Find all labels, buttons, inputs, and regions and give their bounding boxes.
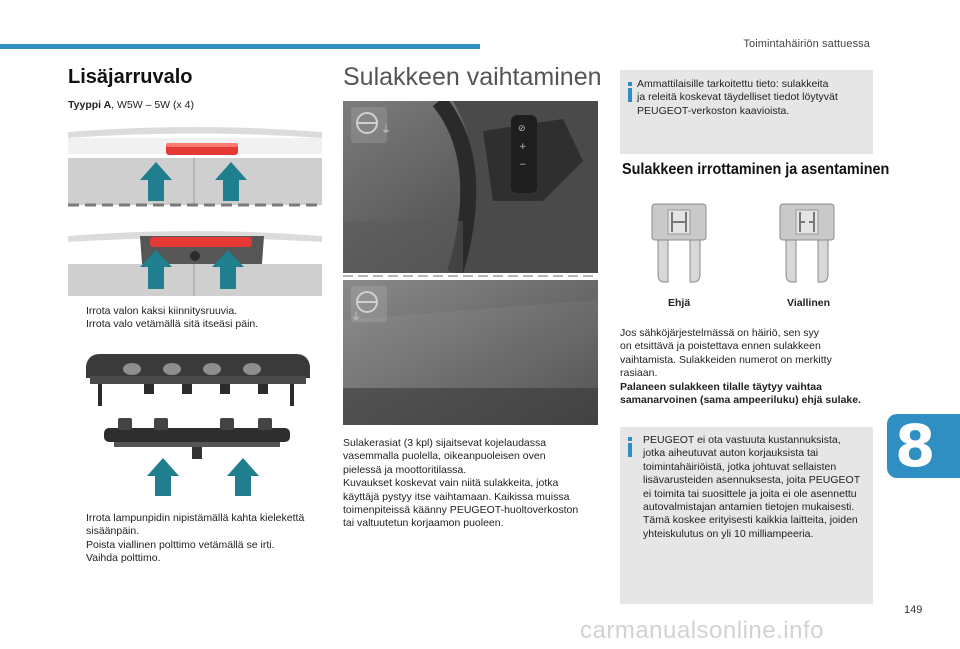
svg-text:−: − [519, 160, 527, 170]
svg-text:⊘: ⊘ [518, 124, 526, 134]
fuse-box-cover-photo: ⏚ [343, 280, 598, 425]
bullet-marker [68, 305, 86, 318]
list-item: Poista viallinen polttimo vetämällä se i… [68, 539, 330, 552]
info-notice-professionals: Ammattilaisille tarkoitettu tieto: sulak… [620, 70, 873, 154]
instructions-list-b: Irrota lampunpidin nipistämällä kahta ki… [68, 512, 330, 566]
section-heading-brake-light: Lisäjarruvalo [68, 66, 193, 88]
bullet-marker [68, 539, 86, 552]
svg-text:⏚: ⏚ [381, 124, 391, 136]
fuse-location-paragraph: Sulakerasiat (3 kpl) sijaitsevat kojelau… [343, 437, 579, 530]
bullet-marker [68, 552, 86, 565]
svg-text:⏚: ⏚ [351, 311, 361, 323]
fuse-intact-label: Ehjä [668, 297, 691, 309]
chapter-tab [887, 414, 960, 478]
section-heading-fuse-removal: Sulakkeen irrottaminen ja asentaminen [622, 161, 890, 178]
section-title: Toimintahäiriön sattuessa [743, 38, 870, 50]
bullet-marker [68, 512, 86, 539]
bulb-type-label: Tyyppi A [68, 99, 112, 111]
fuse-blown-illustration [779, 203, 835, 283]
info-icon [626, 437, 636, 457]
watermark: carmanualsonline.info [580, 617, 824, 644]
fuse-blown-label: Viallinen [787, 297, 830, 309]
section-heading-fuse-change: Sulakkeen vaihtaminen [343, 63, 602, 91]
list-item: Vaihda polttimo. [68, 552, 330, 565]
lamp-holder-illustration [86, 354, 310, 496]
list-item: Irrota valo vetämällä sitä itseäsi päin. [68, 318, 328, 331]
chapter-number: 8 [895, 412, 936, 480]
svg-text:+: + [519, 142, 527, 152]
page-number: 149 [904, 604, 923, 616]
dashboard-fuse-location-photo: ⊘ + − ⏚ [343, 101, 598, 273]
instructions-list-a: Irrota valon kaksi kiinnitysruuvia. Irro… [68, 305, 328, 332]
fuse-intact-illustration [651, 203, 707, 283]
header-accent-bar [0, 44, 480, 49]
info-icon [626, 82, 636, 102]
brake-light-removal-illustration [68, 124, 322, 296]
fuse-replacement-paragraph: Jos sähköjärjestelmässä on häiriö, sen s… [620, 327, 862, 407]
photo-divider [343, 275, 598, 277]
bullet-marker [68, 318, 86, 331]
list-item: Irrota valon kaksi kiinnitysruuvia. [68, 305, 328, 318]
bulb-type-value: , W5W – 5W (x 4) [111, 99, 195, 111]
list-item: Irrota lampunpidin nipistämällä kahta ki… [68, 512, 330, 539]
info-notice-liability: PEUGEOT ei ota vastuuta kustannuksista, … [620, 427, 873, 604]
bulb-type-line: Tyyppi A, W5W – 5W (x 4) [68, 99, 194, 111]
